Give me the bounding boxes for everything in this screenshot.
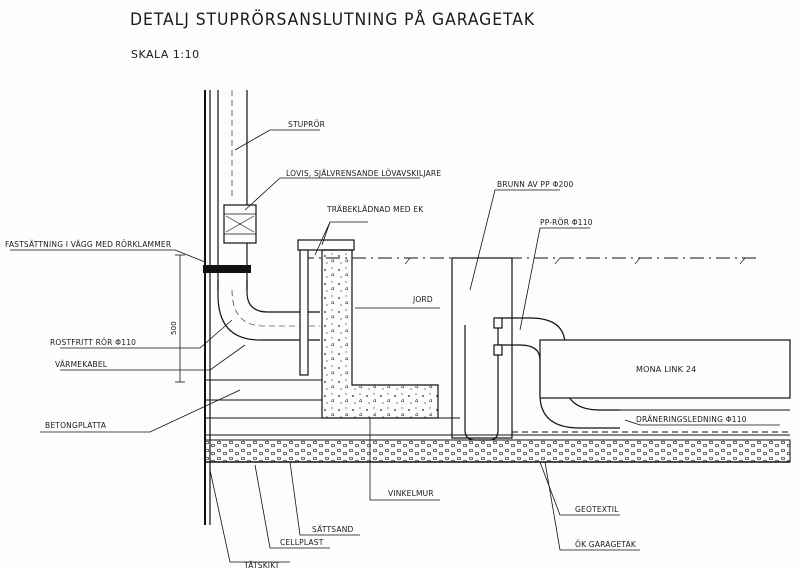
gravel-layer: [204, 439, 791, 463]
label-brunn: BRUNN AV PP Φ200: [497, 180, 573, 189]
label-ok-garagetak: ÖK GARAGETAK: [575, 540, 637, 549]
label-pp-ror: PP-RÖR Φ110: [540, 218, 593, 227]
label-dranering: DRÄNERINGSLEDNING Φ110: [636, 415, 747, 424]
leaf-separator: [223, 204, 257, 244]
drawing-title: DETALJ STUPRÖRSANSLUTNING PÅ GARAGETAK: [130, 10, 536, 30]
pipe-clamp: [203, 265, 251, 273]
downpipe: [217, 90, 248, 290]
label-lovis: LOVIS, SJÄLVRENSANDE LÖVAVSKILJARE: [286, 169, 441, 178]
leader-lines: [10, 129, 780, 563]
label-trabekladnad: TRÄBEKLÄDNAD MED EK: [326, 205, 424, 214]
stainless-pipe: [217, 280, 320, 341]
label-jord: JORD: [412, 295, 433, 304]
retaining-wall: [321, 249, 439, 419]
label-betongplatta: BETONGPLATTA: [45, 421, 107, 430]
label-tatskikt: TÄTSKIKT: [243, 561, 280, 570]
dimension-500: [175, 254, 185, 383]
label-vinkelmur: VINKELMUR: [388, 489, 434, 498]
label-cellplast: CELLPLAST: [280, 538, 324, 547]
label-rostfritt: ROSTFRITT RÖR Φ110: [50, 338, 136, 347]
dimension-label: 500: [170, 321, 178, 335]
label-sattsand: SÄTTSAND: [312, 525, 354, 534]
label-varmekabel: VÄRMEKABEL: [55, 360, 108, 369]
label-geotextil: GEOTEXTIL: [575, 505, 619, 514]
label-mona-link: MONA LINK 24: [636, 365, 696, 374]
drawing-scale: SKALA 1:10: [131, 48, 200, 61]
label-fastsattning: FASTSÄTTNING I VÄGG MED RÖRKLAMMER: [5, 240, 171, 249]
mona-link-box: [539, 339, 791, 399]
ground-ticks: [404, 257, 746, 265]
label-stupror: STUPRÖR: [288, 120, 325, 129]
drain-well: [451, 257, 513, 441]
